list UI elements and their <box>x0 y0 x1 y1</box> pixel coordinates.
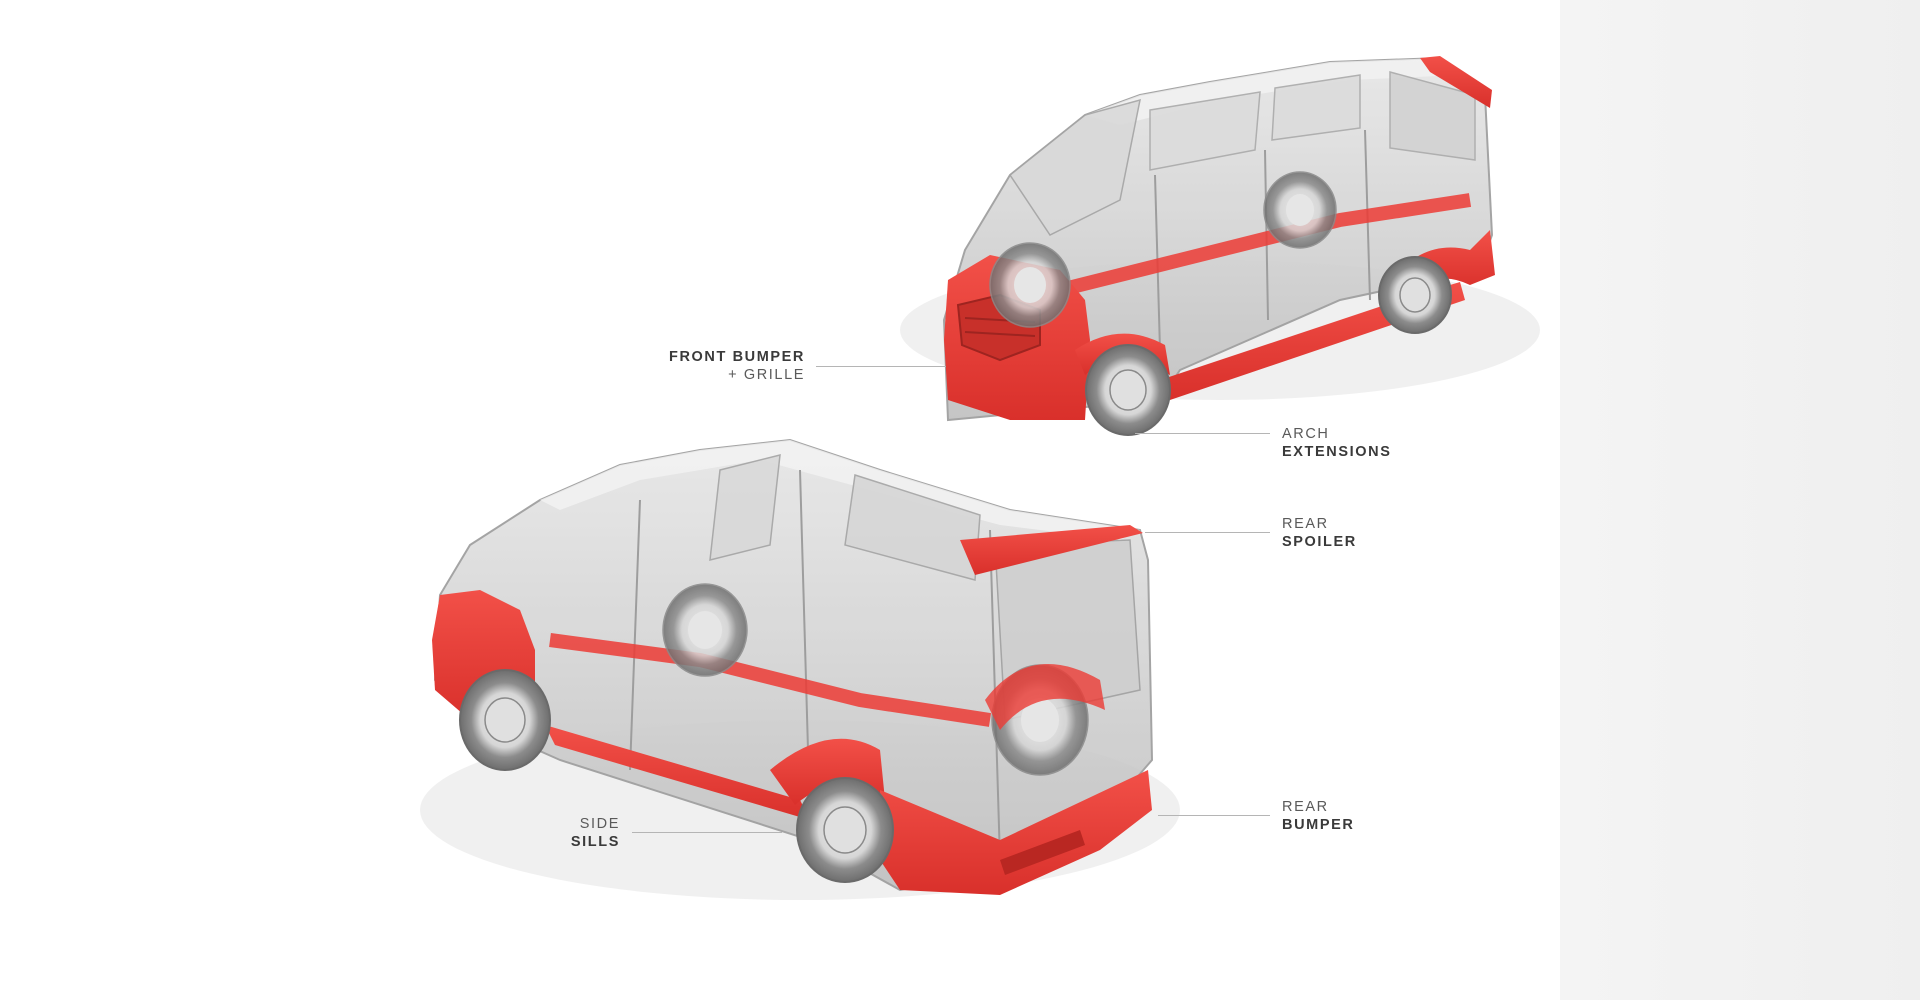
callout-rear-bumper-subtitle: BUMPER <box>1282 817 1355 833</box>
leader-arch-extensions <box>1135 433 1270 434</box>
leader-front-bumper <box>816 366 946 367</box>
callout-arch-extensions: ARCH EXTENSIONS <box>1282 425 1391 461</box>
bottom-van-rear-spoiler <box>960 525 1143 575</box>
bottom-van-rear-bumper <box>880 770 1152 895</box>
top-van-windscreen <box>1008 98 1141 236</box>
callout-side-sills: SIDE SILLS <box>520 815 620 851</box>
callout-arch-extensions-subtitle: EXTENSIONS <box>1282 444 1392 460</box>
leader-rear-spoiler <box>1145 532 1270 533</box>
leader-side-sills <box>632 832 782 833</box>
top-van-rear-spoiler <box>1420 56 1492 108</box>
bottom-van-side-window <box>709 454 781 561</box>
bottom-van <box>420 438 1180 900</box>
callout-rear-spoiler-subtitle: SPOILER <box>1282 534 1357 550</box>
callout-rear-spoiler: REAR SPOILER <box>1282 515 1357 551</box>
callout-front-bumper-title: FRONT BUMPER <box>669 349 805 365</box>
top-van-side-window <box>1149 91 1261 171</box>
background-panel <box>1560 0 1920 1000</box>
callout-front-bumper: FRONT BUMPER + GRILLE <box>600 348 805 384</box>
callout-rear-bumper: REAR BUMPER <box>1282 798 1354 834</box>
leader-rear-bumper <box>1158 815 1270 816</box>
top-van <box>900 56 1540 436</box>
callout-front-bumper-subtitle: + GRILLE <box>728 367 805 383</box>
callout-rear-bumper-title: REAR <box>1282 799 1329 815</box>
callout-side-sills-title: SIDE <box>579 816 620 832</box>
callout-rear-spoiler-title: REAR <box>1282 516 1329 532</box>
callout-side-sills-subtitle: SILLS <box>570 834 620 850</box>
callout-arch-extensions-title: ARCH <box>1282 426 1330 442</box>
bottom-van-rear-arch <box>770 738 885 805</box>
bottom-van-side-sill <box>545 725 810 820</box>
